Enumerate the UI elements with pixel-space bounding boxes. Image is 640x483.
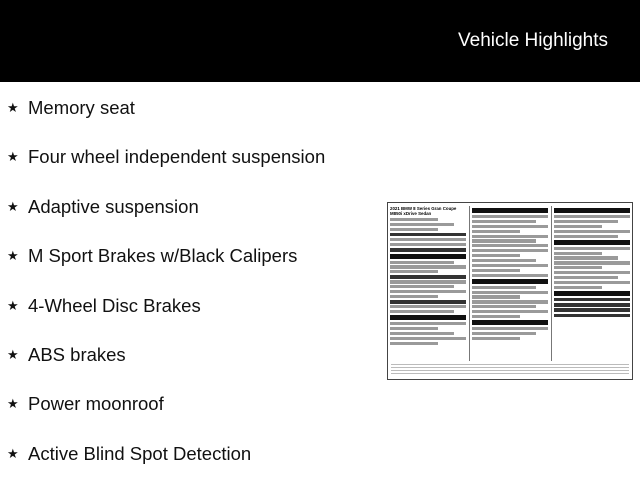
star-icon: ★ — [7, 445, 19, 461]
sticker-column-pricing: 2021 BMW 8 Series Gran Coupe M850i xDriv… — [388, 206, 468, 361]
star-icon: ★ — [7, 396, 19, 412]
sticker-column-standard — [470, 206, 550, 361]
sticker-fine-print — [391, 364, 629, 376]
feature-label: ABS brakes — [28, 343, 126, 365]
list-item: ★ Active Blind Spot Detection — [0, 434, 380, 483]
list-item: ★ ABS brakes — [0, 335, 380, 384]
feature-label: Four wheel independent suspension — [28, 146, 326, 168]
star-icon: ★ — [7, 346, 19, 362]
feature-label: Adaptive suspension — [28, 195, 199, 217]
page-title: Vehicle Highlights — [458, 30, 608, 51]
list-item: ★ Memory seat — [0, 88, 380, 137]
list-item: ★ Four wheel independent suspension — [0, 137, 380, 186]
star-icon: ★ — [7, 248, 19, 264]
list-item: ★ Adaptive suspension — [0, 187, 380, 236]
star-icon: ★ — [7, 297, 19, 313]
sticker-model: M850i xDrive Sedan — [390, 211, 432, 217]
window-sticker-image[interactable]: 2021 BMW 8 Series Gran Coupe M850i xDriv… — [387, 202, 633, 380]
feature-label: M Sport Brakes w/Black Calipers — [28, 245, 298, 267]
sticker-heading: 2021 BMW 8 Series Gran Coupe — [390, 206, 457, 211]
feature-label: 4-Wheel Disc Brakes — [28, 294, 201, 316]
feature-label: Power moonroof — [28, 393, 164, 415]
feature-label: Memory seat — [28, 97, 135, 118]
list-item: ★ M Sport Brakes w/Black Calipers — [0, 236, 380, 285]
page-header: Vehicle Highlights — [0, 0, 640, 82]
list-item: ★ Power moonroof — [0, 384, 380, 433]
star-icon: ★ — [7, 149, 19, 165]
star-icon: ★ — [7, 198, 19, 214]
feature-label: Active Blind Spot Detection — [28, 442, 252, 464]
sticker-column-options — [552, 206, 632, 361]
feature-list: ★ Memory seat ★ Four wheel independent s… — [0, 88, 380, 483]
list-item: ★ 4-Wheel Disc Brakes — [0, 286, 380, 335]
star-icon: ★ — [7, 100, 19, 115]
